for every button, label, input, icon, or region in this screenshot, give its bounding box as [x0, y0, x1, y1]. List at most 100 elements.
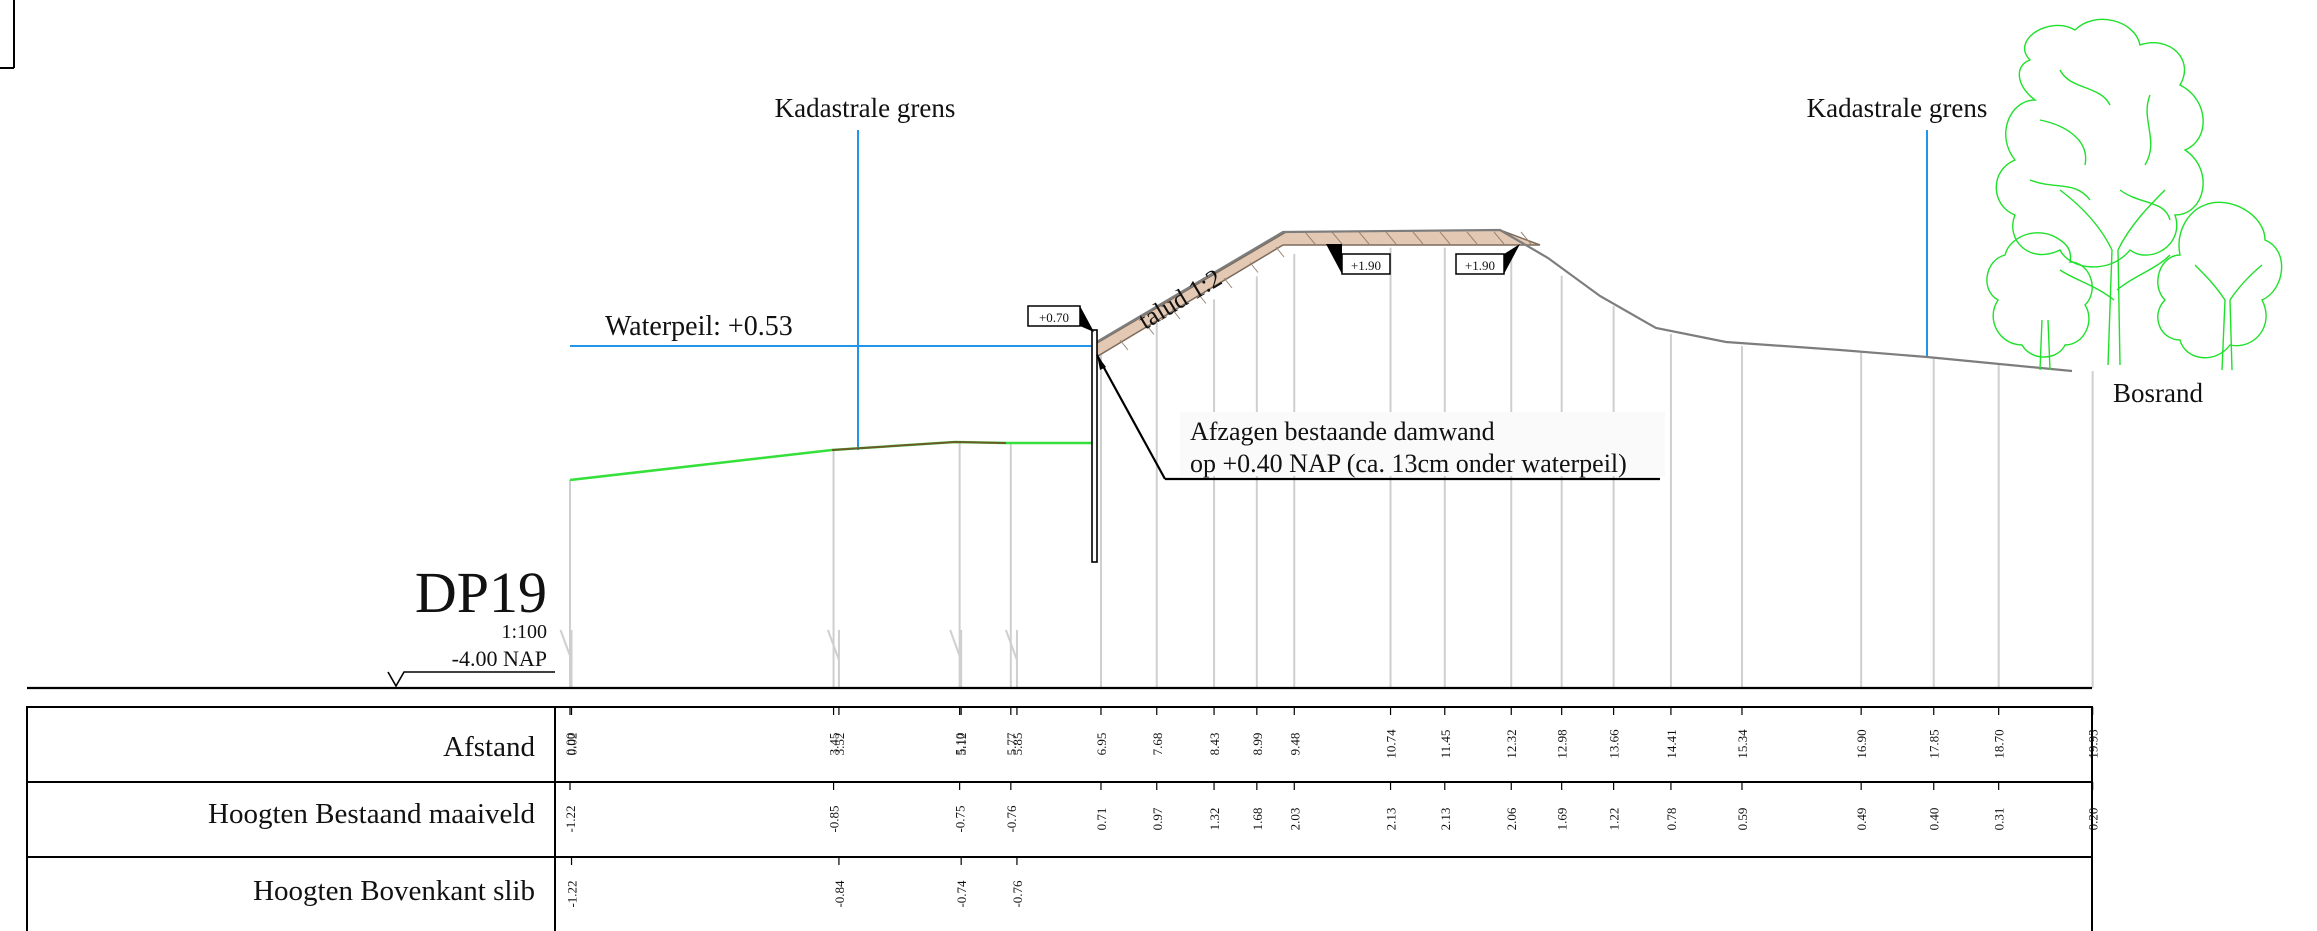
hatch-line — [1249, 262, 1259, 273]
note-line-2: op +0.40 NAP (ca. 13cm onder waterpeil) — [1190, 449, 1627, 478]
afstand-value: 3.45 — [827, 733, 842, 756]
level-tag-crest-left-text: +1.90 — [1351, 258, 1381, 273]
maaiveld-value: 0.40 — [1927, 808, 1942, 831]
afstand-value: 5.85 — [1010, 733, 1025, 756]
hatch-line — [1466, 231, 1478, 245]
row-label-maaiveld: Hoogten Bestaand maaiveld — [208, 798, 535, 830]
afstand-value: 11.45 — [1438, 730, 1453, 759]
hatch-line — [1412, 231, 1424, 245]
maaiveld-value: 0.71 — [1094, 808, 1109, 831]
slib-value: -0.84 — [832, 880, 847, 908]
hatch-line — [1197, 293, 1207, 304]
hatch-line — [1119, 339, 1129, 351]
row-label-afstand: Afstand — [443, 731, 535, 763]
guide-kink — [1005, 629, 1018, 661]
afstand-value: 12.32 — [1504, 729, 1519, 758]
guide-kink — [826, 629, 840, 661]
cadastral-label-right: Kadastrale grens — [1807, 93, 1988, 123]
level-tag-damwand-text: +0.70 — [1039, 310, 1069, 325]
slib-line — [569, 440, 1095, 482]
afstand-value: 0.02 — [565, 733, 580, 756]
maaiveld-value: 0.31 — [1992, 808, 2007, 831]
afstand-value: 8.99 — [1250, 733, 1265, 756]
maaiveld-value: 1.68 — [1250, 808, 1265, 831]
maaiveld-value: 2.03 — [1287, 808, 1302, 831]
tree-icon — [1986, 18, 2283, 371]
afstand-value: 6.95 — [1094, 733, 1109, 756]
hatch-line — [1358, 231, 1370, 245]
hatch-line — [1223, 277, 1233, 289]
hatch-line — [1275, 246, 1285, 258]
level-tag-crest-right: +1.90 — [1455, 244, 1520, 275]
maaiveld-value: 2.13 — [1384, 808, 1399, 831]
forest-edge-label: Bosrand — [2113, 378, 2203, 408]
guide-kink — [949, 629, 963, 661]
afstand-value: 9.48 — [1287, 733, 1302, 756]
afstand-value: 5.12 — [954, 733, 969, 756]
note-box — [1180, 412, 1665, 476]
data-table — [26, 706, 2093, 931]
afstand-value: 0.00 — [563, 733, 578, 756]
afstand-value: 3.52 — [832, 733, 847, 756]
slib-value: -1.22 — [565, 880, 580, 907]
hatch-line — [1145, 324, 1155, 335]
existing-ground-line — [1093, 228, 2073, 373]
level-tag-damwand: +0.70 — [1027, 305, 1094, 332]
hatch-line — [1493, 231, 1505, 245]
sheet-pile-wall — [1091, 329, 1098, 563]
maaiveld-value: 0.49 — [1854, 808, 1869, 831]
note-leader — [1096, 354, 1166, 480]
afstand-value: 18.70 — [1992, 729, 2007, 758]
maaiveld-value: 2.13 — [1438, 808, 1453, 831]
slib-line-overlap — [831, 440, 1007, 451]
hatch-line — [1439, 231, 1451, 245]
maaiveld-value: -1.22 — [563, 805, 578, 832]
reference-level: -4.00 NAP — [452, 646, 547, 671]
drawing-title: DP19 — [415, 560, 547, 625]
water-level-label: Waterpeil: +0.53 — [605, 311, 793, 342]
table-values: 0.000.02 3.453.52 5.105.12 5.775.85 6.95 7.68… — [563, 707, 2101, 908]
maaiveld-value: 0.20 — [2086, 808, 2101, 831]
afstand-value: 15.34 — [1735, 729, 1750, 759]
note-line-1: Afzagen bestaande damwand — [1190, 417, 1495, 446]
reference-level-marker — [387, 671, 555, 688]
level-tag-crest-right-text: +1.90 — [1465, 258, 1495, 273]
maaiveld-value: 0.97 — [1150, 807, 1165, 830]
embankment-hatch — [1119, 231, 1532, 351]
maaiveld-value: -0.75 — [953, 805, 968, 832]
afstand-value: 16.90 — [1854, 729, 1869, 758]
slib-value: -0.74 — [954, 880, 969, 908]
afstand-value: 8.43 — [1207, 733, 1222, 756]
maaiveld-value: 1.22 — [1607, 808, 1622, 831]
afstand-value: 5.10 — [953, 733, 968, 756]
hatch-line — [1304, 231, 1316, 245]
note-arrowhead — [1097, 355, 1106, 370]
hatch-line — [1385, 231, 1397, 245]
maaiveld-value: 2.06 — [1504, 807, 1519, 830]
afstand-value: 17.85 — [1927, 729, 1942, 758]
afstand-value: 19.93 — [2086, 729, 2101, 758]
maaiveld-value: 1.32 — [1207, 808, 1222, 831]
maaiveld-value: 0.78 — [1664, 808, 1679, 831]
maaiveld-value: 0.59 — [1735, 808, 1750, 831]
embankment-body — [1091, 229, 1541, 358]
afstand-value: 13.66 — [1607, 729, 1622, 759]
guide-kink — [559, 629, 573, 661]
hatch-line — [1171, 308, 1181, 320]
afstand-value: 12.98 — [1555, 729, 1570, 758]
level-tag-crest-left: +1.90 — [1326, 244, 1391, 275]
slope-label: talud 1:2 — [1133, 263, 1227, 335]
drawing-scale: 1:100 — [501, 621, 547, 643]
afstand-value: 10.74 — [1384, 729, 1399, 759]
maaiveld-value: -0.76 — [1004, 805, 1019, 833]
hatch-line — [1520, 231, 1532, 245]
vertical-guides — [559, 247, 2094, 688]
afstand-value: 14.41 — [1664, 729, 1679, 758]
row-label-slib: Hoogten Bovenkant slib — [253, 875, 535, 907]
cadastral-label-left: Kadastrale grens — [775, 93, 956, 123]
afstand-value: 7.68 — [1150, 733, 1165, 756]
maaiveld-value: -0.85 — [827, 805, 842, 832]
afstand-value: 5.77 — [1004, 732, 1019, 755]
slib-value: -0.76 — [1010, 880, 1025, 908]
